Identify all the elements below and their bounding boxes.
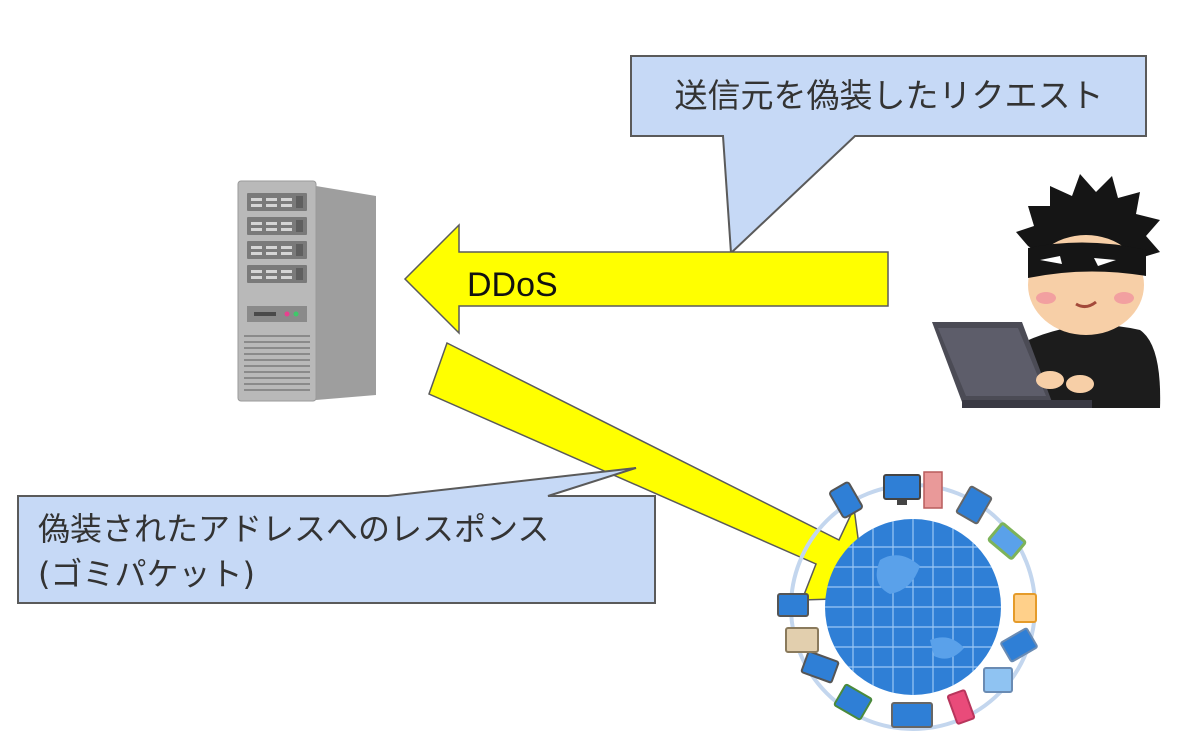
server-tower-icon [237,180,376,402]
callout-top: 送信元を偽装したリクエスト [630,55,1147,256]
globe-network-icon [777,471,1038,731]
callout-bottom-line1: 偽装されたアドレスへのレスポンス [38,510,549,548]
ddos-arrow: DDoS [403,223,889,335]
ddos-label: DDoS [467,266,558,304]
masked-hacker-icon [932,174,1161,408]
callout-bottom-line2: (ゴミパケット) [38,555,255,593]
callout-bottom: 偽装されたアドレスへのレスポンス (ゴミパケット) [17,467,656,604]
callout-top-text: 送信元を偽装したリクエスト [675,76,1104,115]
